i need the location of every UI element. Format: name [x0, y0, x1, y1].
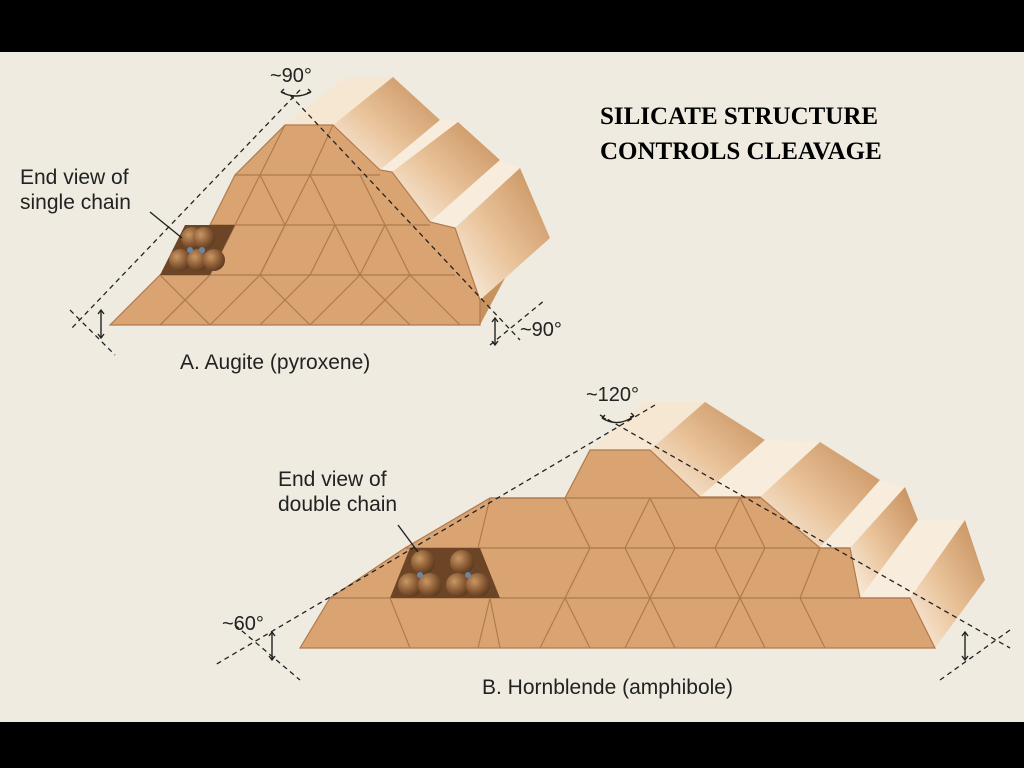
hornblende-angle-top-label: ~120° [586, 384, 640, 406]
slide-title-line-1: SILICATE STRUCTURE [600, 103, 879, 130]
hornblende-chain-label-line-2: double chain [278, 493, 398, 516]
augite-cleavage-lines [69, 89, 546, 356]
augite-chain-label-line-2: single chain [20, 191, 131, 214]
hornblende-front-face [298, 449, 936, 649]
augite-caption: A. Augite (pyroxene) [180, 351, 371, 374]
hornblende-chain-label-line-1: End view of [278, 468, 387, 491]
hornblende-diagram [214, 402, 1011, 681]
augite-step-sides [285, 77, 550, 325]
slide-title-line-2: CONTROLS CLEAVAGE [600, 138, 882, 165]
augite-chain-pointer [149, 211, 183, 239]
hornblende-angle-marks [268, 412, 969, 662]
hornblende-double-chain [390, 548, 500, 598]
hornblende-cleavage-lines [214, 404, 1011, 681]
hornblende-step-sides [590, 402, 985, 648]
augite-diagram [69, 77, 550, 356]
augite-angle-marks [97, 88, 499, 347]
augite-angle-right-label: ~90° [520, 319, 562, 341]
augite-angle-top-label: ~90° [270, 65, 312, 87]
hornblende-angle-left-label: ~60° [222, 613, 264, 635]
hornblende-caption: B. Hornblende (amphibole) [482, 676, 733, 699]
augite-chain-label-line-1: End view of [20, 166, 129, 189]
augite-single-chain [160, 225, 235, 275]
hornblende-chain-pointer [397, 524, 419, 553]
